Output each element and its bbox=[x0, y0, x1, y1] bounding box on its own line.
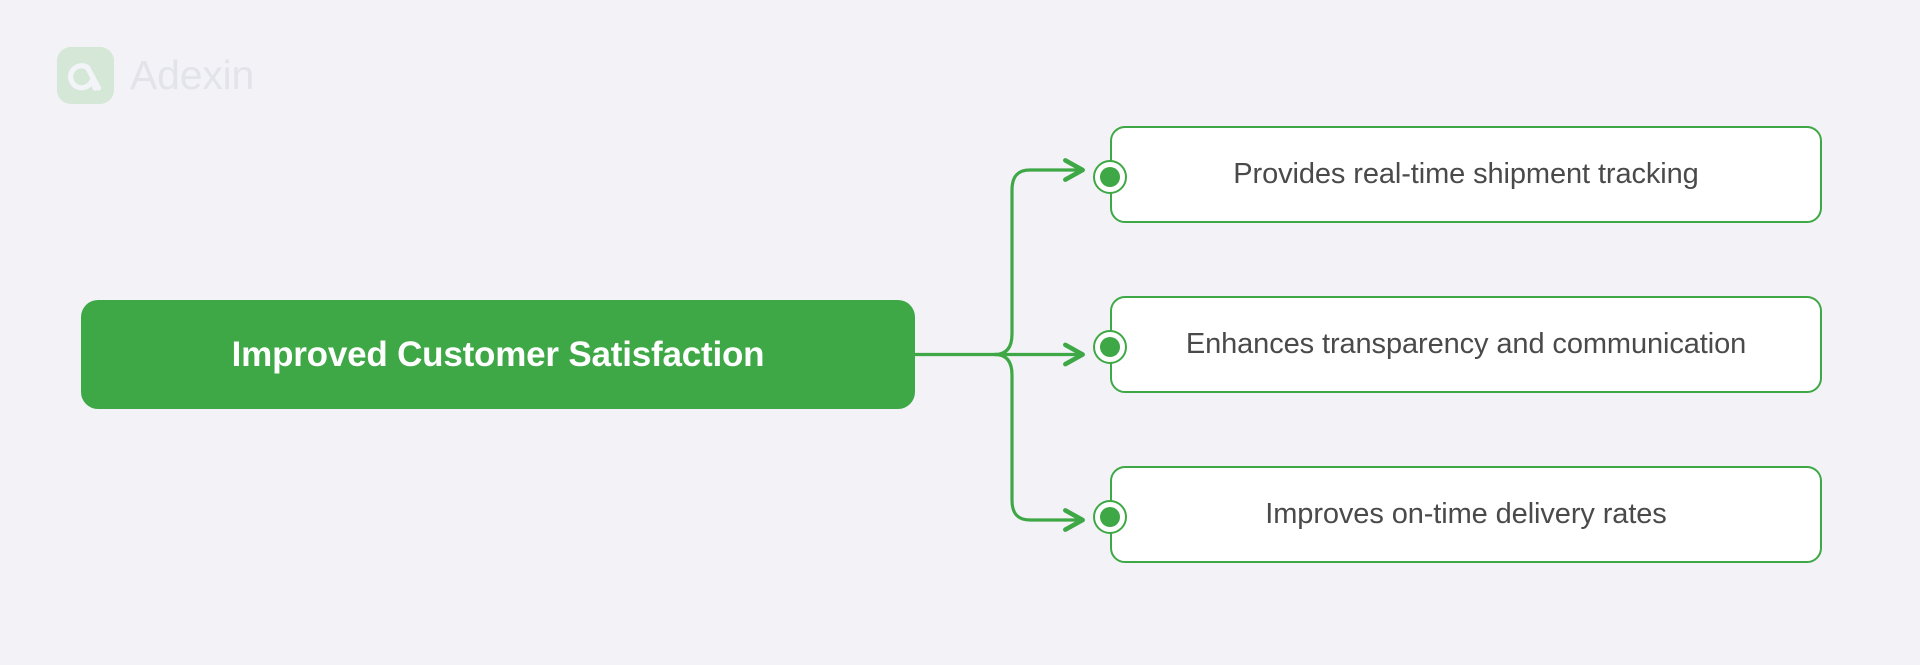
branch-card-3-label: Improves on-time delivery rates bbox=[1265, 498, 1667, 530]
root-node[interactable]: Improved Customer Satisfaction bbox=[81, 300, 915, 409]
branch-card-1-label: Provides real-time shipment tracking bbox=[1233, 158, 1699, 190]
branch-card-3[interactable]: Improves on-time delivery rates bbox=[1110, 466, 1822, 563]
brand-name: Adexin bbox=[130, 52, 255, 98]
bullet-dot-icon-2 bbox=[1093, 330, 1127, 364]
bullet-dot-icon-1 bbox=[1093, 160, 1127, 194]
connector-branch-3 bbox=[993, 352, 1085, 532]
connector-branch-1 bbox=[993, 158, 1085, 357]
branch-card-2[interactable]: Enhances transparency and communication bbox=[1110, 296, 1822, 393]
root-node-label: Improved Customer Satisfaction bbox=[231, 334, 765, 374]
adexin-logo-icon bbox=[57, 47, 114, 104]
brand-lockup: Adexin bbox=[57, 47, 254, 104]
branch-card-1[interactable]: Provides real-time shipment tracking bbox=[1110, 126, 1822, 223]
bullet-dot-icon-3 bbox=[1093, 500, 1127, 534]
branch-card-2-label: Enhances transparency and communication bbox=[1185, 328, 1747, 360]
